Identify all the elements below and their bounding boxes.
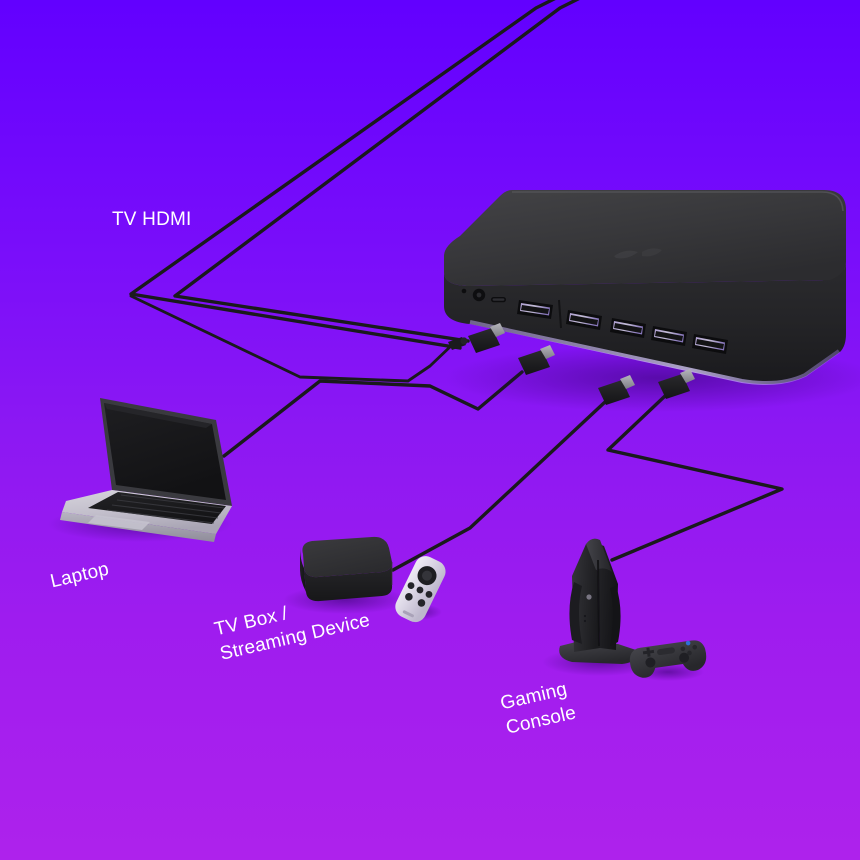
remote-power-button <box>405 593 413 601</box>
hdmi-plug-4[interactable] <box>658 369 695 399</box>
power-cable[interactable] <box>129 294 454 383</box>
laptop-device[interactable] <box>48 398 232 542</box>
hub-logo <box>614 248 662 259</box>
controller-button-x <box>680 646 686 652</box>
tv-box-device[interactable] <box>283 536 407 614</box>
remote-back-button <box>407 582 415 590</box>
remote-play-button <box>417 599 426 607</box>
hdmi-in-3-port[interactable] <box>651 326 687 346</box>
tv-hdmi-cable[interactable] <box>129 0 600 350</box>
remote-mic-button <box>425 590 433 598</box>
console-power-led-icon <box>586 594 592 600</box>
hub-port-strip <box>461 288 728 354</box>
status-led-icon <box>461 288 467 294</box>
connector-layer <box>448 323 695 405</box>
hdmi-plug-3[interactable] <box>598 375 635 405</box>
controller-button-a <box>685 640 691 646</box>
hdmi-in-4-port[interactable] <box>692 334 728 354</box>
hdmi-plug-1[interactable] <box>468 323 505 353</box>
usb-c-port[interactable] <box>491 297 506 303</box>
laptop-base <box>60 490 232 542</box>
hdmi-out-port[interactable] <box>517 300 553 319</box>
gaming-console-device[interactable] <box>542 538 658 676</box>
console-cable[interactable] <box>606 394 784 562</box>
controller-right-stick <box>679 652 690 663</box>
controller-button-b <box>692 644 698 650</box>
game-controller[interactable] <box>628 639 708 681</box>
hdmi-switch-hub[interactable] <box>444 190 860 412</box>
controller-button-y <box>687 650 692 656</box>
hdmi-plug-2[interactable] <box>518 345 555 375</box>
tv-box-cable[interactable] <box>391 400 607 572</box>
controller-left-stick <box>645 657 656 668</box>
laptop-screen <box>100 398 232 506</box>
remote-menu-button <box>416 586 424 594</box>
hdmi-in-1-port[interactable] <box>566 310 602 330</box>
power-jack-port[interactable] <box>472 288 486 302</box>
hdmi-in-2-port[interactable] <box>610 318 646 338</box>
tv-remote[interactable] <box>392 552 450 625</box>
power-plug-connector[interactable] <box>448 337 468 350</box>
